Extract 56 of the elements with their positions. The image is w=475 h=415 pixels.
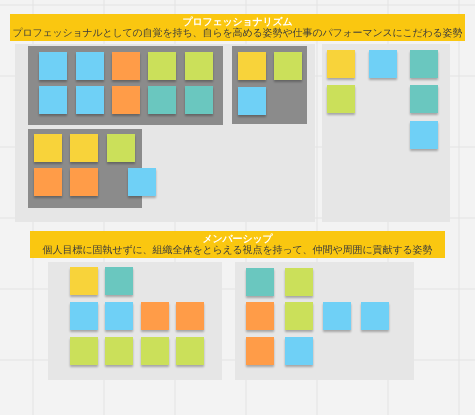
section-subtitle: プロフェッショナルとしての自覚を持ち、自らを高める姿勢や仕事のパフォーマンスにこだわる姿勢 [12, 28, 462, 38]
sticky-note [238, 87, 266, 115]
section-title: プロフェッショナリズム [182, 16, 292, 28]
sticky-note [70, 168, 98, 196]
sticky-note [246, 268, 274, 296]
section-panel [322, 44, 450, 222]
sticky-note [361, 302, 389, 330]
sticky-note [148, 52, 176, 80]
sticky-note [70, 134, 98, 162]
sticky-note [369, 50, 397, 78]
sticky-note [274, 52, 302, 80]
sticky-note [70, 267, 98, 295]
section-panel [15, 44, 315, 222]
sticky-note [410, 121, 438, 149]
sticky-note [39, 86, 67, 114]
sticky-note [112, 52, 140, 80]
sticky-note [105, 302, 133, 330]
sticky-note [410, 85, 438, 113]
sticky-note [70, 337, 98, 365]
sticky-note [112, 86, 140, 114]
sticky-note [327, 50, 355, 78]
sticky-note [327, 85, 355, 113]
sticky-note [34, 134, 62, 162]
sticky-note [128, 168, 156, 196]
section-subtitle: 個人目標に固執せずに、組織全体をとらえる視点を持って、仲間や周囲に貢献する姿勢 [42, 244, 432, 256]
sticky-note [176, 337, 204, 365]
sticky-note [76, 86, 104, 114]
sticky-note [105, 267, 133, 295]
sticky-note [176, 302, 204, 330]
group-panel [232, 46, 307, 124]
header-banner [10, 14, 465, 41]
section-panel [235, 262, 414, 380]
header-banner [30, 231, 445, 258]
group-panel [28, 129, 142, 208]
sticky-note [39, 52, 67, 80]
sticky-note [70, 302, 98, 330]
sticky-note [141, 302, 169, 330]
sticky-note [185, 86, 213, 114]
sticky-note [246, 337, 274, 365]
sticky-note [285, 268, 313, 296]
sticky-note [323, 302, 351, 330]
sticky-note [246, 302, 274, 330]
sticky-note [105, 337, 133, 365]
section-panel [48, 262, 222, 380]
sticky-note [185, 52, 213, 80]
sticky-note [107, 134, 135, 162]
group-panel [28, 46, 223, 125]
sticky-note [238, 52, 266, 80]
sticky-note [285, 302, 313, 330]
sticky-note [148, 86, 176, 114]
sticky-note [34, 168, 62, 196]
sticky-note [410, 50, 438, 78]
sticky-note [285, 337, 313, 365]
sticky-note [76, 52, 104, 80]
section-title: メンバーシップ [202, 234, 272, 244]
sticky-note [141, 337, 169, 365]
